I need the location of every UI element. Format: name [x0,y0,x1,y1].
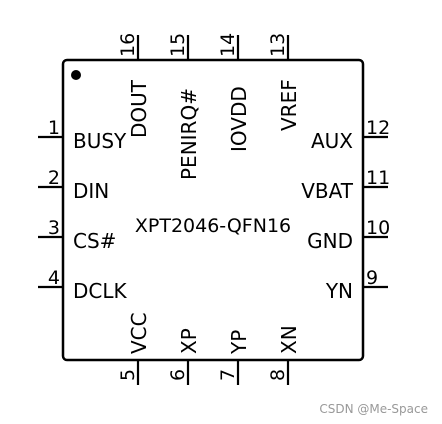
pin-number-6: 6 [167,369,189,381]
pin-number-3: 3 [48,217,60,239]
pin-number-12: 12 [366,117,390,139]
part-name: XPT2046-QFN16 [135,215,291,237]
pin-label-15: PENIRQ# [177,88,201,180]
pin-label-5: VCC [127,312,151,354]
pin-number-16: 16 [117,33,139,57]
pin-number-9: 9 [366,267,378,289]
pin-label-9: YN [325,279,353,303]
pin-number-7: 7 [217,369,239,381]
pin-number-5: 5 [117,369,139,381]
pin-label-12: AUX [311,129,353,153]
pin-number-4: 4 [48,267,60,289]
pin-number-10: 10 [366,217,390,239]
pin1-marker-dot [71,70,81,80]
pin-label-13: VREF [277,79,301,131]
pin-label-10: GND [307,229,353,253]
pin-label-14: IOVDD [227,86,251,152]
pin-label-16: DOUT [127,79,151,138]
watermark: CSDN @Me-Space [319,402,428,416]
pin-label-7: YP [227,330,251,355]
pin-number-13: 13 [267,33,289,57]
pin-label-11: VBAT [301,179,354,203]
pin-label-1: BUSY [73,129,127,153]
pin-label-3: CS# [73,229,116,253]
pin-label-6: XP [177,328,201,354]
pin-number-1: 1 [48,117,60,139]
pin-number-11: 11 [366,167,390,189]
pin-number-15: 15 [167,33,189,57]
ic-body [61,58,365,362]
pin-label-2: DIN [73,179,109,203]
pin-number-2: 2 [48,167,60,189]
pin-number-8: 8 [267,369,289,381]
pin-label-8: XN [277,325,301,354]
pin-number-14: 14 [217,33,239,57]
pin-label-4: DCLK [73,279,128,303]
